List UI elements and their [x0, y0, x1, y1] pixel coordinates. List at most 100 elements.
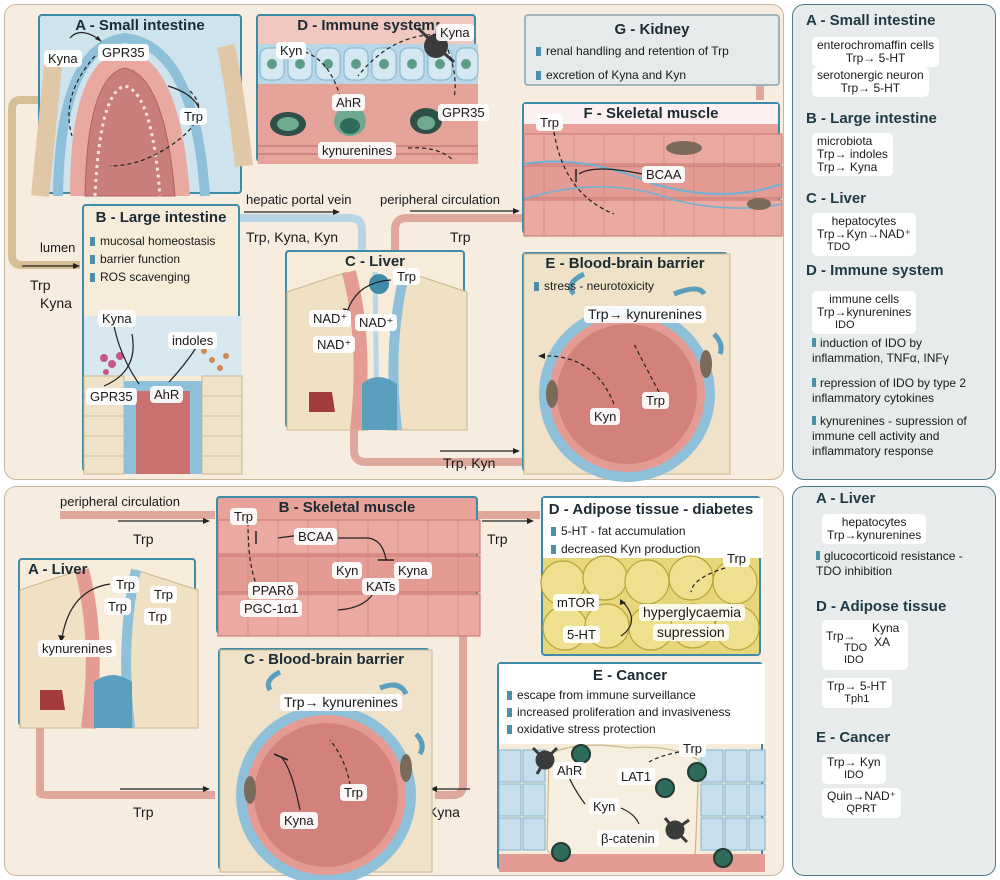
side-top-a-card-1: enterochromaffin cells Trp→ 5-HT [812, 37, 940, 67]
bbb-top-kyn-label: Kyn [590, 408, 621, 425]
panel-adipose: D - Adipose tissue - diabetes 5-HT - fat… [540, 496, 763, 656]
side-bottom-a-bullet: glucocorticoid resistance - TDO inhibiti… [816, 549, 986, 579]
side-top-a-card-2-line-2: Trp→ 5-HT [840, 81, 901, 95]
side-bottom-e-card-1: Trp→ Kyn IDO [822, 754, 886, 784]
side-top-c-heading: C - Liver [806, 190, 867, 207]
bbb-b-trp-label: Trp [340, 784, 368, 801]
flow-peripheral-trp: Trp [450, 229, 471, 245]
cancer-title: E - Cancer [592, 667, 668, 684]
side-top-b-card-line-3: Trp→ Kyna [817, 160, 878, 174]
li-kyna-label: Kyna [98, 310, 136, 327]
liver-top-title: C - Liver [344, 253, 405, 270]
bflow-peripheral-label: peripheral circulation [60, 494, 180, 509]
adipose-mtor-label: mTOR [553, 594, 600, 611]
side-top-d-card-line-3: IDO [835, 319, 855, 331]
side-bottom-d-card-1-ido: IDO [844, 654, 864, 666]
side-bottom-d-card-1-kyna: Kyna [872, 621, 900, 635]
muscle-top-title: F - Skeletal muscle [524, 104, 778, 124]
muscle-b-ppard-label: PPARδ [248, 582, 298, 599]
side-bottom-a-card-line-2: Trp→kynurenines [827, 528, 922, 542]
bbb-top-trp-label: Trp [642, 392, 670, 409]
bflow-trp-3: Trp [133, 804, 154, 820]
bflow-trp-2: Trp [487, 531, 508, 547]
bflow-kyna: Kyna [428, 804, 460, 820]
bbb-top-title: E - Blood-brain barrier [545, 255, 705, 272]
side-bottom-d-card-2-line-1: Trp→ 5-HT [827, 679, 887, 693]
muscle-b-kats-label: KATs [362, 578, 400, 595]
panel-cancer: E - Cancer escape from immune surveillan… [497, 662, 766, 872]
side-top-d-card-line-2: Trp→kynurenines [817, 305, 912, 319]
muscle-b-kyn-label: Kyn [332, 562, 363, 579]
muscle-b-pgc-label: PGC-1α1 [240, 600, 303, 617]
side-top-c-card-line-1: hepatocytes [831, 214, 897, 228]
immune-gpr35-label: GPR35 [438, 104, 489, 121]
li-bullet-1: mucosal homeostasis [90, 234, 215, 248]
side-top-d-card-line-1: immune cells [829, 292, 900, 306]
small-intestine-title: A - Small intestine [75, 17, 205, 34]
side-top-d-heading: D - Immune system [806, 262, 944, 279]
bbb-top-trp-kynurenines-label: Trp→ kynurenines [584, 306, 706, 323]
bbb-top-bullet-1: stress - neurotoxicity [534, 279, 654, 293]
side-top-d-bullet-3: kynurenines - supression of immune cell … [812, 414, 990, 459]
bbb-b-trp-kynurenines-label: Trp→ kynurenines [280, 694, 402, 711]
flow-peripheral-label: peripheral circulation [380, 192, 500, 207]
side-top-a-heading: A - Small intestine [806, 12, 936, 29]
side-top-c-card-line-2: Trp→Kyn→NAD⁺ [817, 227, 911, 241]
cancer-bcatenin-label: β-catenin [597, 830, 659, 847]
li-bullet-2: barrier function [90, 252, 180, 266]
side-bottom-d-card-1-tdo: TDO [844, 642, 868, 654]
panel-small-intestine: A - Small intestine Kyna GPR35 Trp [31, 14, 253, 197]
side-bottom-d-card-1-xa: XA [874, 635, 891, 649]
muscle-top-trp-label: Trp [536, 114, 564, 131]
immune-kyna-label: Kyna [436, 24, 474, 41]
cancer-trp-label: Trp [679, 740, 707, 757]
side-bottom-d-heading: D - Adipose tissue [816, 598, 947, 615]
liver-b-trp-label-4: Trp [144, 608, 172, 625]
side-top-a-card-2-line-1: serotonergic neuron [817, 68, 924, 82]
immune-kyn-label: Kyn [276, 42, 307, 59]
flow-lumen: lumen [40, 240, 76, 255]
immune-ahr-label: AhR [332, 94, 366, 111]
liver-b-trp-label-1: Trp [112, 576, 140, 593]
side-bottom-e-card-2-line-2: QPRT [846, 803, 877, 815]
cancer-kyn-label: Kyn [589, 798, 620, 815]
side-bottom-e-heading: E - Cancer [816, 729, 891, 746]
side-bottom-d-card-2: Trp→ 5-HT Tph1 [822, 678, 892, 708]
muscle-b-bcaa-label: BCAA [294, 528, 338, 545]
bflow-trp-1: Trp [133, 531, 154, 547]
adipose-title: D - Adipose tissue - diabetes [548, 501, 754, 518]
si-trp-label: Trp [180, 108, 208, 125]
side-top-a-card-1-line-1: enterochromaffin cells [817, 38, 935, 52]
flow-portal-label: hepatic portal vein [246, 192, 352, 207]
adipose-bullet-2: decreased Kyn production [551, 542, 700, 556]
bbb-bottom-title: C - Blood-brain barrier [243, 651, 404, 668]
si-kyna-label: Kyna [44, 50, 82, 67]
panel-bbb-bottom: C - Blood-brain barrier Trp→ kynurenines… [218, 648, 433, 880]
kidney-title: G - Kidney [614, 21, 690, 38]
immune-title: D - Immune system [297, 17, 435, 34]
panel-bbb-top: E - Blood-brain barrier stress - neuroto… [522, 252, 731, 482]
adipose-trp-label: Trp [723, 550, 751, 567]
side-top-d-bullet-2: repression of IDO by type 2 inflammatory… [812, 376, 990, 406]
side-top-a-card-1-line-2: Trp→ 5-HT [845, 51, 906, 65]
li-bullet-3: ROS scavenging [90, 270, 190, 284]
side-bottom-d-card-1-trp: Trp→ [826, 629, 856, 643]
muscle-bottom-title: B - Skeletal muscle [278, 499, 416, 516]
panel-large-intestine: B - Large intestine mucosal homeostasis … [82, 204, 243, 475]
flow-lumen-trp: Trp [30, 277, 51, 293]
li-indoles-label: indoles [168, 332, 218, 349]
kidney-bullet-1: renal handling and retention of Trp [536, 44, 729, 58]
li-ahr-label: AhR [150, 386, 184, 403]
side-top-b-heading: B - Large intestine [806, 110, 937, 127]
liver-top-nad3-label: NAD⁺ [313, 336, 356, 353]
flow-portal-content: Trp, Kyna, Kyn [246, 229, 339, 245]
adipose-hyperglycaemia-label: hyperglycaemia [639, 604, 746, 621]
panel-skeletal-muscle-top: F - Skeletal muscle Trp BCAA [522, 102, 783, 237]
kidney-bullet-2: excretion of Kyna and Kyn [536, 68, 686, 82]
side-top-c-card: hepatocytes Trp→Kyn→NAD⁺ TDO [812, 213, 916, 256]
side-top-c-card-line-3: TDO [827, 241, 851, 253]
liver-top-nad2-label: NAD⁺ [355, 314, 398, 331]
side-top-b-card-line-2: Trp→ indoles [817, 147, 888, 161]
liver-b-trp-label-3: Trp [150, 586, 178, 603]
